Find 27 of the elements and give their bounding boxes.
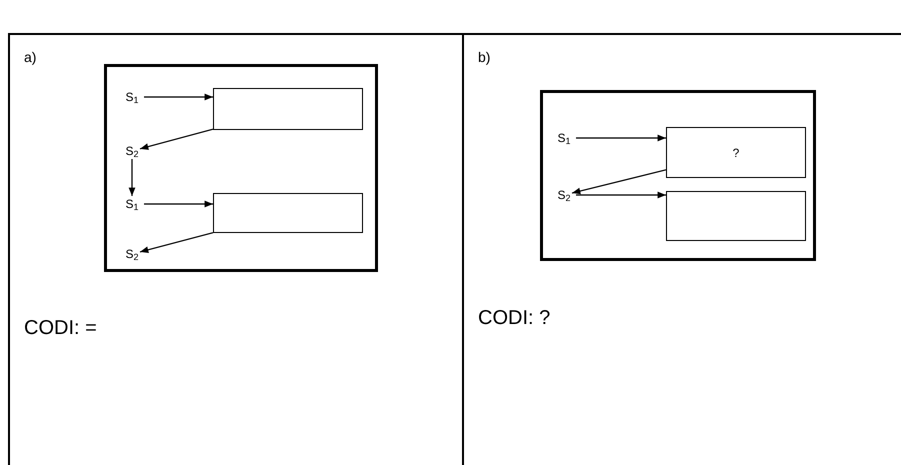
arrow: [140, 232, 214, 253]
signal-label: S$_{2}$: [124, 143, 140, 159]
process-box: [666, 127, 806, 178]
process-box: [213, 88, 363, 130]
box-text: ?: [732, 144, 740, 162]
process-box: [213, 193, 363, 233]
signal-label: S$_{1}$: [124, 89, 140, 105]
signal-label: S$_{1}$: [124, 196, 140, 212]
arrow: [576, 192, 666, 198]
panel-label: a): [24, 48, 36, 67]
code-text: CODI: ?: [478, 306, 550, 331]
arrow: [140, 128, 214, 150]
figure-frame: [104, 64, 378, 272]
arrow: [144, 200, 213, 208]
arrow: [576, 134, 666, 142]
arrow: [128, 159, 136, 196]
signal-label: S$_{1}$: [556, 130, 572, 146]
signal-label: S$_{2}$: [124, 246, 140, 262]
figure-frame: [540, 90, 816, 261]
code-text: CODI: =: [24, 316, 97, 341]
panel-label: b): [478, 48, 490, 67]
process-box: [666, 191, 806, 241]
panel-cell: [462, 33, 901, 465]
arrow: [144, 94, 213, 100]
arrow: [572, 169, 666, 194]
signal-label: S$_{2}$: [556, 187, 572, 203]
panel-cell: [8, 33, 462, 465]
